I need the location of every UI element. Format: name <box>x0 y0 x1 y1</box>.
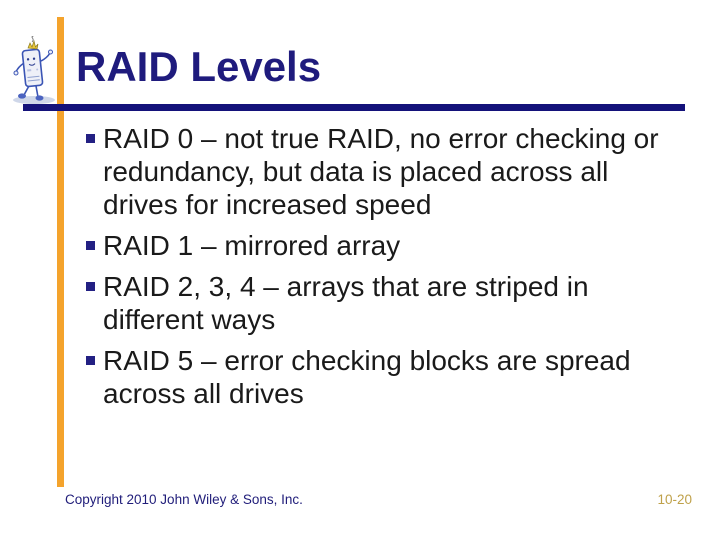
square-bullet-icon <box>86 241 95 250</box>
square-bullet-icon <box>86 356 95 365</box>
bullet-text: RAID 5 – error checking blocks are sprea… <box>103 345 631 409</box>
bullet-text: RAID 1 – mirrored array <box>103 230 401 261</box>
square-bullet-icon <box>86 282 95 291</box>
bullet-item-raid1: RAID 1 – mirrored array <box>86 229 675 262</box>
bullet-list: RAID 0 – not true RAID, no error checkin… <box>86 122 676 418</box>
walking-computer-character-icon <box>13 36 55 104</box>
bullet-item-raid0: RAID 0 – not true RAID, no error checkin… <box>86 122 675 221</box>
bullet-text: RAID 2, 3, 4 – arrays that are striped i… <box>103 271 589 335</box>
bullet-item-raid234: RAID 2, 3, 4 – arrays that are striped i… <box>86 270 675 336</box>
slide-title: RAID Levels <box>76 43 322 90</box>
square-bullet-icon <box>86 134 95 143</box>
bullet-text: RAID 0 – not true RAID, no error checkin… <box>103 123 659 220</box>
orange-accent-bar <box>57 17 64 487</box>
footer-copyright: Copyright 2010 John Wiley & Sons, Inc. <box>65 492 303 507</box>
title-divider-line <box>23 104 685 111</box>
bullet-item-raid5: RAID 5 – error checking blocks are sprea… <box>86 344 675 410</box>
page-number: 10-20 <box>657 492 692 507</box>
